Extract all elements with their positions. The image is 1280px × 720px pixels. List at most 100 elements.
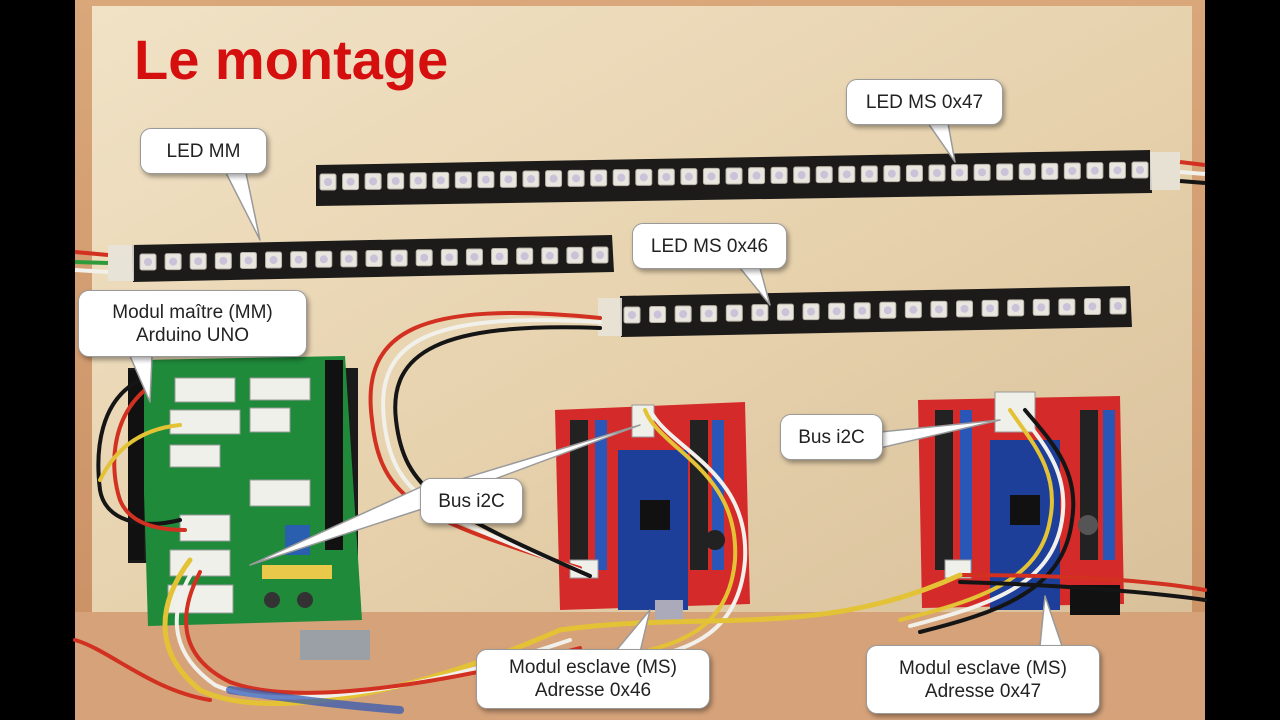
led-pixel-lens — [570, 251, 579, 260]
led-pixel-lens — [344, 254, 353, 263]
callout-master-line1: Modul maître (MM) — [112, 301, 273, 323]
led-pixel-lens — [324, 178, 332, 186]
led-strip-mm — [74, 235, 614, 282]
led-pixel-lens — [887, 169, 896, 178]
pointer-master — [129, 355, 153, 403]
led-pixel-lens — [1045, 167, 1054, 176]
callout-slave-0x47-line1: Modul esclave (MS) — [899, 657, 1067, 679]
callout-led-ms-0x46-text: LED MS 0x46 — [650, 235, 769, 257]
led-pixel-lens — [520, 252, 529, 261]
led-pixel-lens — [391, 177, 400, 185]
callout-led-ms-0x46: LED MS 0x46 — [632, 223, 787, 269]
led-pixel-lens — [369, 177, 378, 186]
led-pixel-lens — [730, 309, 739, 318]
led-pixel-lens — [986, 304, 995, 313]
led-pixel-lens — [459, 176, 468, 184]
led-pixel-lens — [495, 252, 504, 261]
led-pixel-lens — [1000, 168, 1009, 176]
led-pixel-lens — [219, 256, 228, 265]
led-pixel-lens — [910, 169, 919, 178]
led-pixel-lens — [1062, 302, 1071, 311]
led-pixel-lens — [594, 174, 603, 182]
led-pixel-lens — [684, 172, 693, 181]
callout-bus-i2c-middle-text: Bus i2C — [438, 490, 505, 512]
led-pixel-lens — [346, 177, 355, 186]
led-pixel-lens — [909, 305, 918, 314]
callout-led-mm-text: LED MM — [166, 140, 241, 162]
callout-bus-i2c-right: Bus i2C — [780, 414, 883, 460]
led-pixel-lens — [1114, 302, 1122, 310]
callout-master-line2: Arduino UNO — [136, 324, 249, 346]
led-pixel-lens — [797, 171, 806, 179]
led-pixel-lens — [639, 173, 648, 182]
pointer-bus-i2c-middle — [249, 484, 426, 566]
led-pixel-lens — [807, 307, 816, 316]
led-pixel-lens — [545, 251, 554, 260]
led-pixel-lens — [781, 308, 790, 317]
led-pixel-lens — [527, 175, 535, 183]
led-pixel-lens — [596, 251, 604, 259]
led-pixel-lens — [420, 253, 429, 262]
led-pixel-lens — [960, 304, 969, 313]
led-pixel-lens — [1023, 167, 1032, 176]
led-pixel-lens — [653, 310, 662, 319]
wiring — [73, 311, 1207, 714]
led-pixel-lens — [704, 309, 713, 318]
pointer-slave-0x46 — [614, 609, 651, 653]
led-pixel-lens — [549, 174, 558, 183]
led-pixel-lens — [842, 170, 851, 179]
led-pixel-lens — [294, 255, 303, 264]
callout-slave-0x46-line2: Adresse 0x46 — [534, 680, 652, 701]
led-pixel-lens — [707, 172, 716, 181]
callout-led-ms-0x47: LED MS 0x47 — [846, 79, 1003, 125]
led-pixel-lens — [319, 255, 328, 264]
led-pixel-lens — [572, 174, 581, 183]
led-pixel-lens — [730, 172, 738, 180]
callout-slave-0x47-line2: Adresse 0x47 — [924, 680, 1042, 702]
pointer-slave-0x47 — [1039, 595, 1063, 647]
led-pixel-lens — [504, 175, 513, 184]
led-pixel-lens — [820, 170, 829, 179]
led-pixel-lens — [865, 170, 874, 178]
led-pixel-lens — [934, 305, 943, 314]
led-pixel-lens — [832, 307, 841, 316]
led-pixel-lens — [144, 258, 152, 266]
led-pixel-lens — [662, 173, 671, 181]
arduino-uno-master — [128, 356, 370, 660]
led-pixel-lens — [679, 310, 688, 319]
led-pixel-lens — [169, 257, 178, 266]
led-pixel-lens — [775, 171, 784, 180]
callout-led-mm: LED MM — [140, 128, 267, 174]
led-pixel-lens — [1088, 302, 1097, 311]
led-pixel-lens — [370, 254, 378, 263]
pointer-bus-i2c-right — [879, 419, 1001, 449]
callout-led-ms-0x47-text: LED MS 0x47 — [865, 91, 984, 113]
led-pixel-lens — [617, 173, 626, 182]
led-pixel-lens — [244, 256, 253, 265]
led-pixel-lens — [269, 256, 278, 265]
led-pixel-lens — [1090, 166, 1099, 175]
callout-master-module: Modul maître (MM) Arduino UNO — [78, 290, 307, 357]
led-pixel-lens — [755, 308, 764, 317]
arduino-nano-slave-0x46 — [555, 402, 750, 622]
led-pixel-lens — [414, 176, 423, 185]
pointer-led-ms-0x46 — [739, 267, 771, 306]
led-pixel-lens — [933, 169, 941, 177]
callout-bus-i2c-right-text: Bus i2C — [798, 426, 865, 448]
led-pixel-lens — [955, 168, 964, 177]
callout-slave-0x46-line1: Modul esclave (MS) — [509, 657, 677, 678]
led-strip-ms-0x46 — [598, 286, 1132, 337]
led-pixel-lens — [1037, 303, 1046, 312]
callout-bus-i2c-middle: Bus i2C — [420, 478, 523, 524]
left-black-bar — [0, 0, 75, 720]
led-pixel-lens — [194, 257, 203, 266]
led-pixel-lens — [395, 254, 404, 263]
pointer-led-mm — [225, 172, 261, 241]
callout-slave-0x47: Modul esclave (MS) Adresse 0x47 — [866, 645, 1100, 714]
led-pixel-lens — [883, 306, 892, 315]
led-strip-ms-0x47 — [316, 150, 1206, 206]
led-pixel-lens — [858, 306, 867, 315]
led-pixel-lens — [1113, 166, 1122, 175]
led-pixel-lens — [1068, 167, 1077, 175]
